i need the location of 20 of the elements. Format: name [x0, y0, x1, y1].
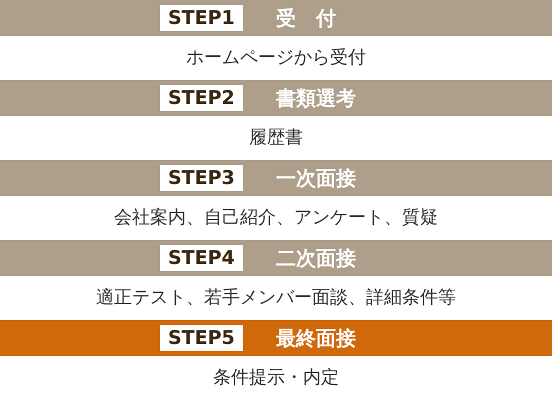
step-badge: STEP3: [160, 165, 243, 191]
step-badge: STEP5: [160, 325, 243, 351]
step-description: 会社案内、自己紹介、アンケート、質疑: [114, 207, 438, 229]
step-title: 二次面接: [276, 245, 356, 272]
step-header-band: [0, 240, 552, 276]
step-header-band: [0, 160, 552, 196]
step-header-band: [0, 0, 552, 36]
step-description: 条件提示・内定: [213, 367, 339, 389]
step-title: 受 付: [276, 5, 336, 32]
step-badge: STEP2: [160, 85, 243, 111]
step-title: 最終面接: [276, 325, 356, 352]
step-header-band: [0, 320, 552, 356]
step-badge: STEP1: [160, 5, 243, 31]
step-header-band: [0, 80, 552, 116]
step-badge: STEP4: [160, 245, 243, 271]
step-description: 履歴書: [249, 127, 303, 149]
step-title: 書類選考: [276, 85, 356, 112]
step-title: 一次面接: [276, 165, 356, 192]
step-description: 適正テスト、若手メンバー面談、詳細条件等: [96, 287, 456, 309]
step-description: ホームページから受付: [186, 47, 366, 69]
